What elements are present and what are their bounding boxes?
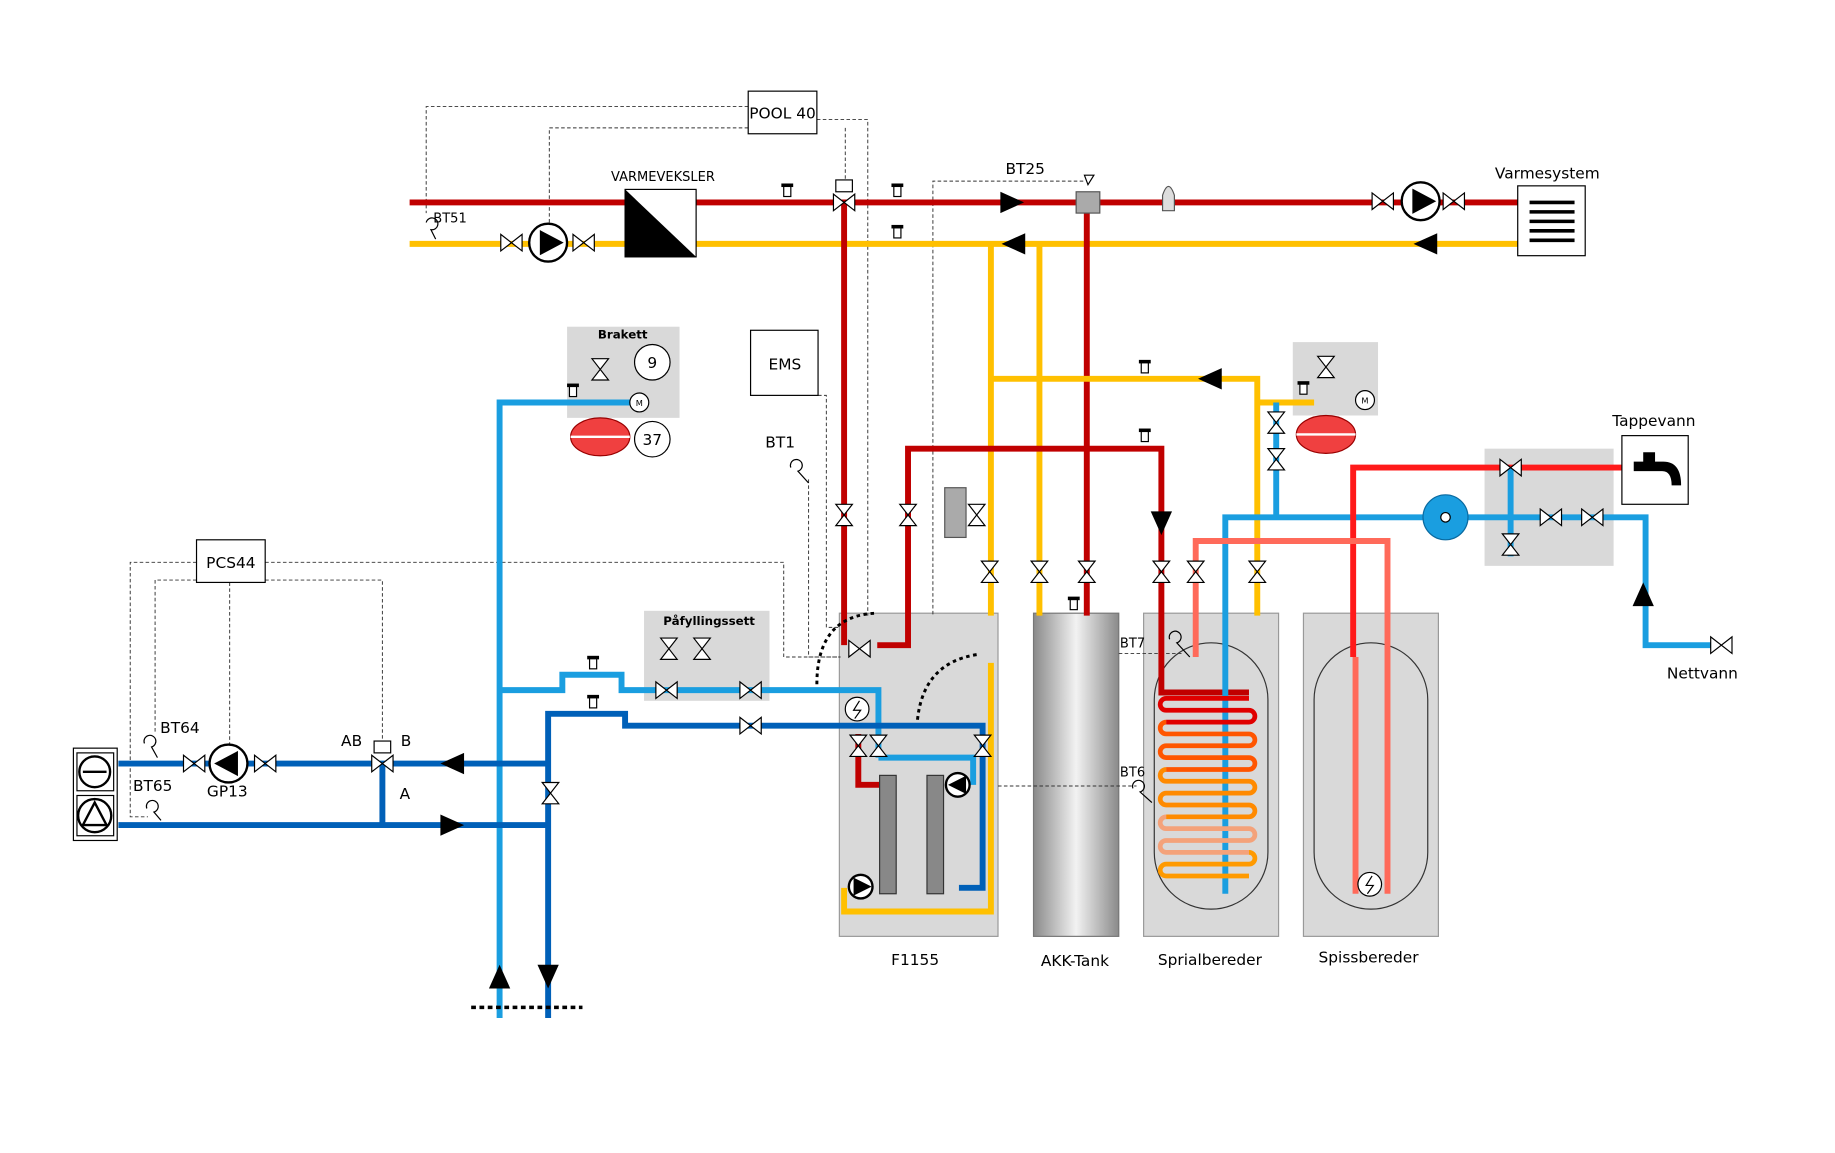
- svg-text:M: M: [636, 398, 643, 408]
- bt25-label: BT25: [1005, 160, 1045, 178]
- pafyllingssett-label: Påfyllingssett: [663, 614, 755, 628]
- evaporator-icon: [879, 774, 897, 895]
- circulation-pump-icon: [1422, 494, 1469, 541]
- sprialbereder-label: Sprialbereder: [1158, 951, 1263, 969]
- akk-tank: [1032, 612, 1120, 937]
- control-wiring: [129, 106, 1184, 818]
- varmesystem-label: Varmesystem: [1495, 165, 1600, 183]
- varmeveksler-label: VARMEVEKSLER: [611, 170, 715, 185]
- three-way-valve-icon: [371, 179, 1522, 773]
- heat-exchanger-icon: [624, 188, 697, 258]
- radiator-icon: [1517, 185, 1586, 257]
- svg-text:M: M: [1361, 396, 1368, 406]
- pipes: [118, 199, 1717, 1019]
- mixing-valve-icon: [1075, 191, 1101, 214]
- condenser-icon: [926, 774, 945, 895]
- sprialbereder-tank: [1143, 612, 1280, 937]
- b-label: B: [401, 732, 412, 750]
- bt1-label: BT1: [765, 433, 795, 451]
- immersion-heater-icon: [844, 696, 1383, 897]
- nettvann-label: Nettvann: [1667, 664, 1738, 682]
- tappevann-label: Tappevann: [1611, 412, 1695, 430]
- pcs44-box: [195, 539, 266, 584]
- bt64-label: BT64: [160, 719, 200, 737]
- bt51-label: BT51: [433, 212, 466, 227]
- pool40-box: [747, 90, 818, 135]
- motor-icon: M M: [629, 390, 1376, 413]
- bt6-label: BT6: [1120, 766, 1145, 781]
- bt7-label: BT7: [1120, 637, 1145, 652]
- gp13-label: GP13: [207, 783, 248, 801]
- outdoor-unit-icon: [72, 747, 118, 842]
- filter-icon: [944, 487, 967, 539]
- a-label: A: [400, 785, 411, 803]
- heating-coil: [1157, 696, 1258, 879]
- bt65-label: BT65: [133, 777, 173, 795]
- ems-label: EMS: [769, 355, 802, 373]
- pool40-label: POOL 40: [749, 104, 816, 122]
- temperature-sensor-icon: [143, 174, 1191, 821]
- brakett-9-label: 9: [647, 354, 657, 372]
- flow-arrow-icon: [440, 191, 1654, 989]
- ems-box: [749, 329, 819, 396]
- pcs44-label: PCS44: [206, 554, 255, 572]
- tap-icon: [1621, 435, 1689, 505]
- f1155-label: F1155: [891, 951, 939, 969]
- akk-tank-label: AKK-Tank: [1041, 952, 1109, 970]
- flow-direction-curve: [815, 611, 977, 720]
- brakett-label: Brakett: [598, 328, 648, 342]
- ab-label: AB: [341, 732, 362, 750]
- pump-icon: [208, 181, 1441, 900]
- air-separator-icon: [1161, 185, 1175, 212]
- brakett-37-label: 37: [643, 431, 663, 449]
- spissbereder-label: Spissbereder: [1319, 948, 1420, 966]
- expansion-vessel-icon: [570, 414, 1357, 457]
